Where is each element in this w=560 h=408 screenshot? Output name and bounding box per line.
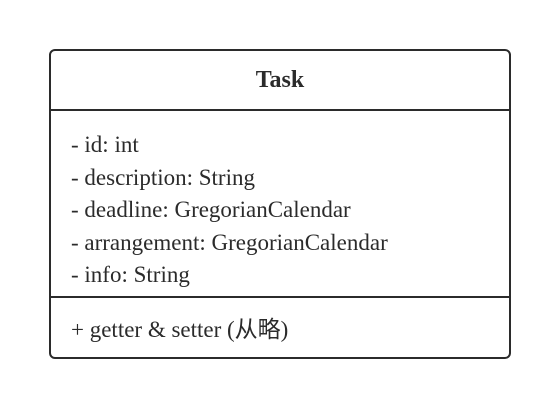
method-getter-setter: + getter & setter (从略)	[71, 317, 289, 342]
uml-class-box: Task - id: int - description: String - d…	[49, 49, 511, 359]
attributes-compartment: - id: int - description: String - deadli…	[51, 111, 509, 298]
attribute-id: - id: int	[71, 132, 139, 157]
attribute-info: - info: String	[71, 262, 190, 287]
attribute-deadline: - deadline: GregorianCalendar	[71, 197, 351, 222]
class-name: Task	[51, 51, 509, 111]
attribute-arrangement: - arrangement: GregorianCalendar	[71, 229, 388, 255]
attribute-description: - description: String	[71, 164, 255, 190]
methods-compartment: + getter & setter (从略)	[51, 298, 509, 346]
